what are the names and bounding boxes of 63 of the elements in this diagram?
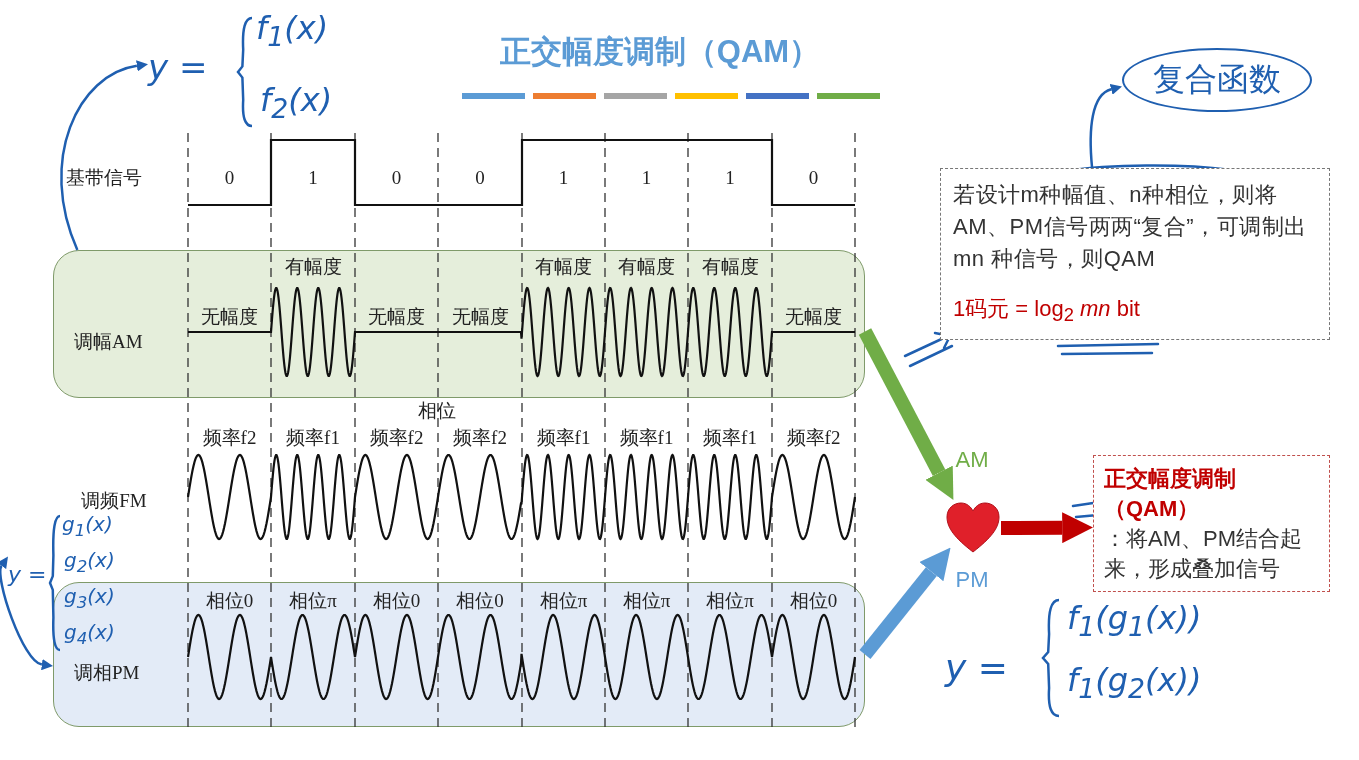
block-arrow — [1000, 512, 1093, 544]
segment-label: 相位π — [706, 590, 754, 610]
segment-label: 频率f1 — [703, 427, 757, 447]
handwritten-symbol: y = — [8, 564, 47, 586]
bit-value: 1 — [641, 167, 652, 187]
handwritten-formula: f$_{1}$(x) — [256, 12, 329, 52]
highlight-band — [53, 250, 865, 398]
handwritten-formula: g$_{4}$(x) — [64, 622, 115, 648]
box-heading: 正交幅度调制（QAM） — [1104, 465, 1237, 523]
segment-label: 无幅度 — [368, 306, 425, 326]
bit-value: 0 — [391, 167, 402, 187]
segment-label: 有幅度 — [535, 256, 592, 276]
row-label: 调相PM — [74, 660, 140, 685]
bit-value: 1 — [725, 167, 735, 187]
segment-label: 有幅度 — [284, 256, 342, 276]
segment-label: 相位0 — [456, 590, 504, 610]
bit-value: 1 — [308, 167, 318, 187]
segment-label: 有幅度 — [701, 256, 759, 276]
segment-label: 相位π — [539, 590, 588, 610]
handwritten-formula: g$_{1}$(x) — [62, 514, 113, 540]
pen-arrow — [60, 60, 148, 251]
pen-arrow — [0, 554, 53, 670]
handwritten-formula: f$_{1}$(g$_{2}$(x)) — [1067, 664, 1202, 704]
handwritten-symbol: y = — [148, 50, 208, 84]
row-label: 基带信号 — [66, 167, 142, 187]
handwritten-formula: g$_{2}$(x) — [64, 550, 115, 576]
highlight-band — [53, 582, 865, 727]
segment-label: 有幅度 — [618, 256, 675, 276]
bit-value: 1 — [558, 167, 569, 187]
segment-label: 相位0 — [372, 590, 421, 610]
segment-label: 频率f2 — [453, 427, 507, 447]
segment-label: 频率f1 — [286, 427, 340, 447]
segment-label: 频率f2 — [369, 427, 424, 447]
segment-label: 无幅度 — [451, 306, 509, 326]
segment-label: 相位π — [622, 590, 671, 610]
note-text: 若设计m种幅值、n种相位，则将AM、PM信号两两“复合”，可调制出 mn 种信号，则QAM — [953, 181, 1308, 273]
segment-label: 无幅度 — [785, 306, 842, 326]
segment-label: 频率f2 — [202, 427, 257, 447]
segment-label: 相位0 — [205, 590, 254, 610]
note-box — [940, 168, 1330, 340]
segment-label: 无幅度 — [201, 306, 258, 326]
bit-value: 0 — [808, 167, 819, 187]
segment-label: 频率f2 — [786, 427, 841, 447]
handwritten-oval: 复合函数 — [1122, 48, 1312, 112]
handwritten-formula: g$_{3}$(x) — [64, 586, 115, 612]
handwritten-formula: f$_{2}$(x) — [260, 84, 333, 124]
slide-title: 正交幅度调制（QAM） — [499, 33, 821, 71]
segment-label: 频率f1 — [536, 427, 591, 447]
row-label: 调频FM — [81, 490, 147, 510]
bit-value: 0 — [475, 167, 485, 187]
formula-text: 1码元 = log$_{2}$ mn bit — [953, 295, 1141, 328]
segment-label: 相位π — [289, 590, 337, 610]
note-box — [1093, 455, 1330, 592]
pen-arrow — [1089, 84, 1122, 169]
block-arrow — [859, 547, 951, 659]
row-label: 调幅AM — [74, 330, 143, 354]
handwritten-formula: f$_{1}$(g$_{1}$(x)) — [1067, 602, 1202, 642]
handwritten-symbol: y = — [945, 650, 1008, 686]
bit-value: 0 — [224, 167, 235, 187]
segment-label: 频率f1 — [619, 427, 674, 447]
block-arrow — [858, 328, 954, 500]
box-text: ：将AM、PM结合起来，形成叠加信号 — [1104, 525, 1303, 583]
segment-label: 相位0 — [789, 590, 838, 610]
